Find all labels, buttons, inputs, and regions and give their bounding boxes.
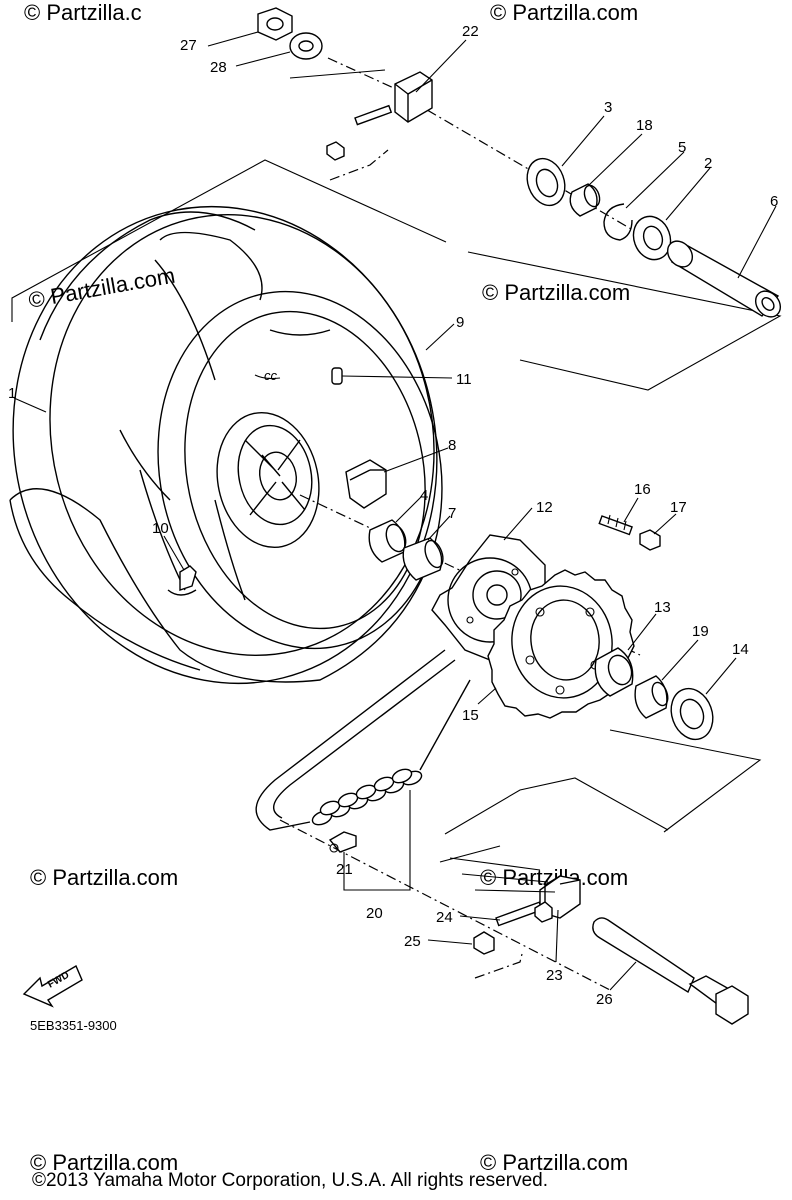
adjuster-22 [326,71,433,161]
watermark-mid-right: © Partzilla.com [482,280,630,305]
collar-6 [666,240,782,318]
watermark-top-right: © Partzilla.com [490,0,638,25]
callouts: 1 2 3 4 5 6 7 8 9 10 11 12 13 14 15 16 1… [8,23,778,1008]
callout-21: 21 [336,861,353,878]
callout-23: 23 [546,967,563,984]
master-link-21 [328,831,357,853]
callout-19: 19 [692,623,709,640]
stud-16 [598,514,633,536]
callout-28: 28 [210,59,227,76]
balance-weight-11 [331,367,343,385]
callout-4: 4 [420,487,428,504]
collar-18 [569,183,601,217]
callout-24: 24 [436,909,453,926]
callout-20: 20 [366,905,383,922]
washer-28 [289,32,323,60]
bearing-13 [594,647,634,697]
collar-19 [634,675,669,719]
callout-8: 8 [448,437,456,454]
nut-17 [639,529,661,551]
rear-wheel: cc [9,205,443,685]
lower-frame-lines [439,845,556,893]
watermark-top-left: © Partzilla.c [24,0,142,25]
bearing-2 [632,215,672,261]
callout-18: 18 [636,117,653,134]
leader-lines [13,31,777,991]
callout-16: 16 [634,481,651,498]
callout-3: 3 [604,99,612,116]
callout-15: 15 [462,707,479,724]
callout-12: 12 [536,499,553,516]
watermark-bottom-left: © Partzilla.com [30,1150,178,1175]
callout-5: 5 [678,139,686,156]
callout-25: 25 [404,933,421,950]
callout-9: 9 [456,314,464,331]
nut-25 [473,931,495,955]
fwd-arrow-icon: FWD [22,964,83,1008]
callout-13: 13 [654,599,671,616]
callout-1: 1 [8,385,16,402]
axle-nut-27 [257,7,293,41]
axle-26 [592,917,749,1025]
oil-seal-14 [670,687,714,741]
callout-14: 14 [732,641,749,658]
adjuster-bracket-bottom [474,953,523,979]
wheel-cc-mark: cc [264,368,278,383]
axle-centerline-bottom [279,819,611,991]
collar-7 [402,537,444,581]
circlip-5 [603,203,633,241]
callout-10: 10 [152,520,169,537]
drive-chain-20 [255,649,471,831]
callout-26: 26 [596,991,613,1008]
copyright-notice: ©2013 Yamaha Motor Corporation, U.S.A. A… [32,1170,548,1191]
adjuster-bracket-top [329,149,389,181]
callout-11: 11 [456,371,472,388]
callout-7: 7 [448,505,456,522]
callout-2: 2 [704,155,712,172]
bolt-24 [495,901,553,927]
callout-22: 22 [462,23,479,40]
weight-8 [345,459,387,509]
watermark-on-tire: © Partzilla.com [27,263,177,313]
callout-6: 6 [770,193,778,210]
oil-seal-3 [526,157,566,207]
callout-27: 27 [180,37,197,54]
callout-17: 17 [670,499,687,516]
watermark-bottom-right: © Partzilla.com [480,1150,628,1175]
outline-frame [11,69,782,835]
valve-10 [167,565,197,596]
axle-centerline-top [409,99,651,241]
chain-links [311,768,423,826]
diagram-code: 5EB3351-9300 [30,1018,117,1033]
watermark-lower-left: © Partzilla.com [30,865,178,890]
